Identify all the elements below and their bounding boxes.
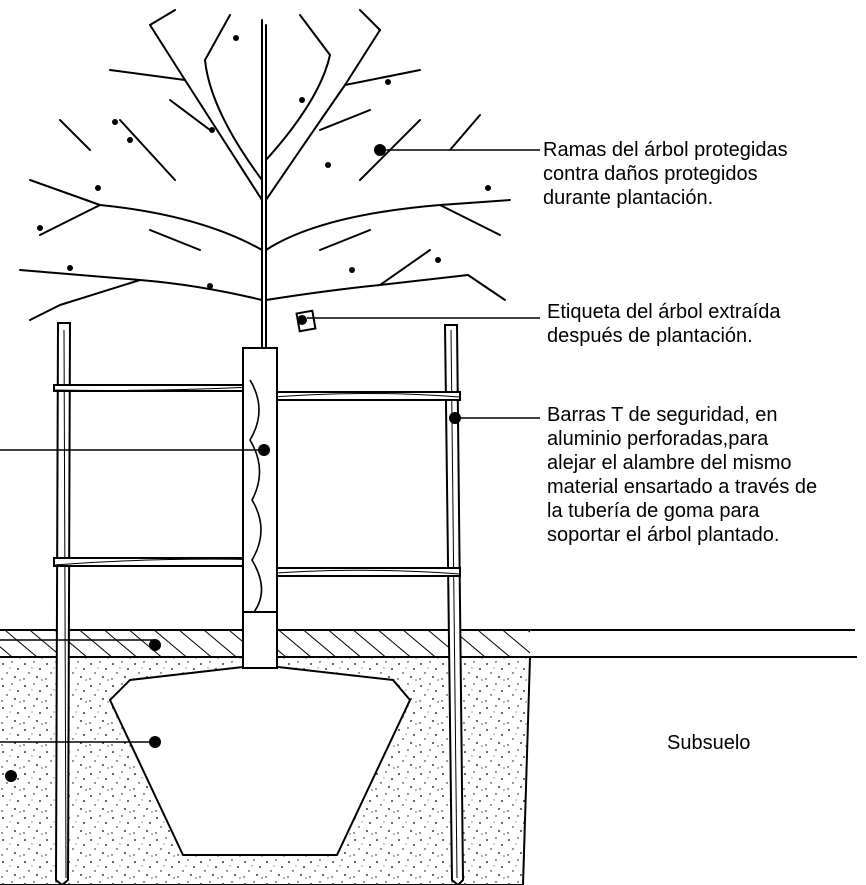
trunk-guard	[242, 347, 278, 669]
leader-lines	[0, 149, 540, 743]
tag-label-line: Etiqueta del árbol extraída	[547, 301, 781, 323]
tree-canopy	[19, 9, 511, 349]
branches-pointer-dot	[374, 144, 386, 156]
branches-label-line: contra daños protegidos	[543, 163, 758, 185]
stake-pointer-dot	[449, 412, 461, 424]
mulch-pointer-dot	[149, 639, 161, 651]
stakes-label-line: la tubería de goma para	[547, 500, 760, 522]
branches-label-line: durante plantación.	[543, 187, 714, 209]
rootball-pointer-dot	[149, 736, 161, 748]
root-ball	[108, 666, 412, 856]
branches-label: Ramas del árbol protegidas contra daños …	[543, 138, 788, 210]
pit-wall	[522, 656, 531, 885]
trunk-pointer-dot	[258, 444, 270, 456]
stakes-label: Barras T de seguridad, en aluminio perfo…	[547, 403, 817, 547]
stakes-label-line: material ensartado a través de	[547, 476, 818, 498]
stakes-label-line: aluminio perforadas,para	[547, 428, 769, 450]
branches-label-line: Ramas del árbol protegidas	[543, 139, 788, 161]
backfill-pointer-dot	[5, 770, 17, 782]
tag-label-line: después de plantación.	[547, 325, 753, 347]
subsoil-label: Subsuelo	[667, 732, 751, 754]
support-stakes	[54, 322, 465, 885]
stakes-label-line: alejar el alambre del mismo	[547, 452, 792, 474]
stakes-label-line: Barras T de seguridad, en	[547, 404, 778, 426]
leaf-buds	[37, 35, 491, 289]
tie-straps	[53, 384, 461, 577]
stake-left	[54, 322, 72, 885]
tag-label: Etiqueta del árbol extraída después de p…	[547, 300, 781, 348]
planting-pit	[0, 629, 857, 885]
stakes-label-line: soportar el árbol plantado.	[547, 524, 780, 546]
leader-dots	[5, 144, 461, 782]
tree-trunk	[242, 347, 278, 669]
tag-pointer-dot	[297, 315, 307, 325]
